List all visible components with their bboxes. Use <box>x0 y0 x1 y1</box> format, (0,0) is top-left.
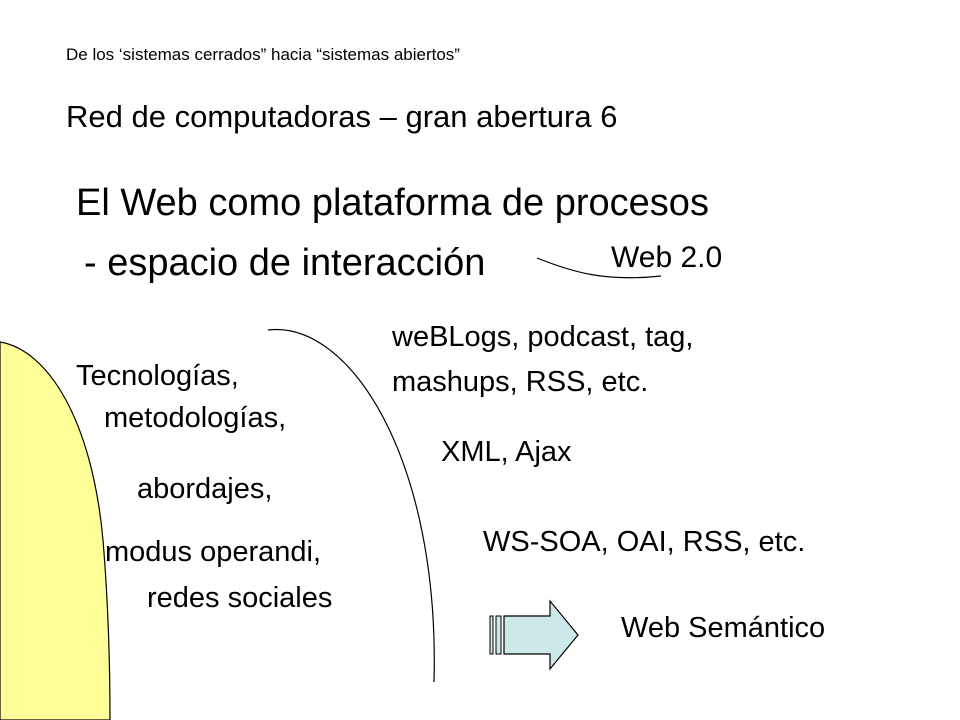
web20-label: Web 2.0 <box>611 241 723 274</box>
subtitle: Red de computadoras – gran abertura 6 <box>66 99 618 134</box>
semantic-web-label: Web Semántico <box>621 612 826 644</box>
divider-curve <box>267 328 435 683</box>
left-line-2: metodologías, <box>104 402 287 434</box>
xml-label: XML, Ajax <box>441 436 572 468</box>
header-overline: De los ‘sistemas cerrados” hacia “sistem… <box>66 45 460 64</box>
blogs-line-1: weBLogs, podcast, tag, <box>392 321 694 353</box>
title-line-2: - espacio de interacción <box>84 242 486 284</box>
title-line-1: El Web como plataforma de procesos <box>76 182 709 224</box>
connector-curve <box>536 257 662 279</box>
left-line-1: Tecnologías, <box>76 360 239 392</box>
right-arrow-icon <box>489 599 579 671</box>
left-line-3: abordajes, <box>137 473 273 505</box>
yellow-side-shape <box>0 341 111 720</box>
left-line-4: modus operandi, <box>105 536 322 568</box>
left-line-5: redes sociales <box>147 582 333 614</box>
blogs-line-2: mashups, RSS, etc. <box>392 366 649 398</box>
ws-label: WS-SOA, OAI, RSS, etc. <box>483 526 806 558</box>
